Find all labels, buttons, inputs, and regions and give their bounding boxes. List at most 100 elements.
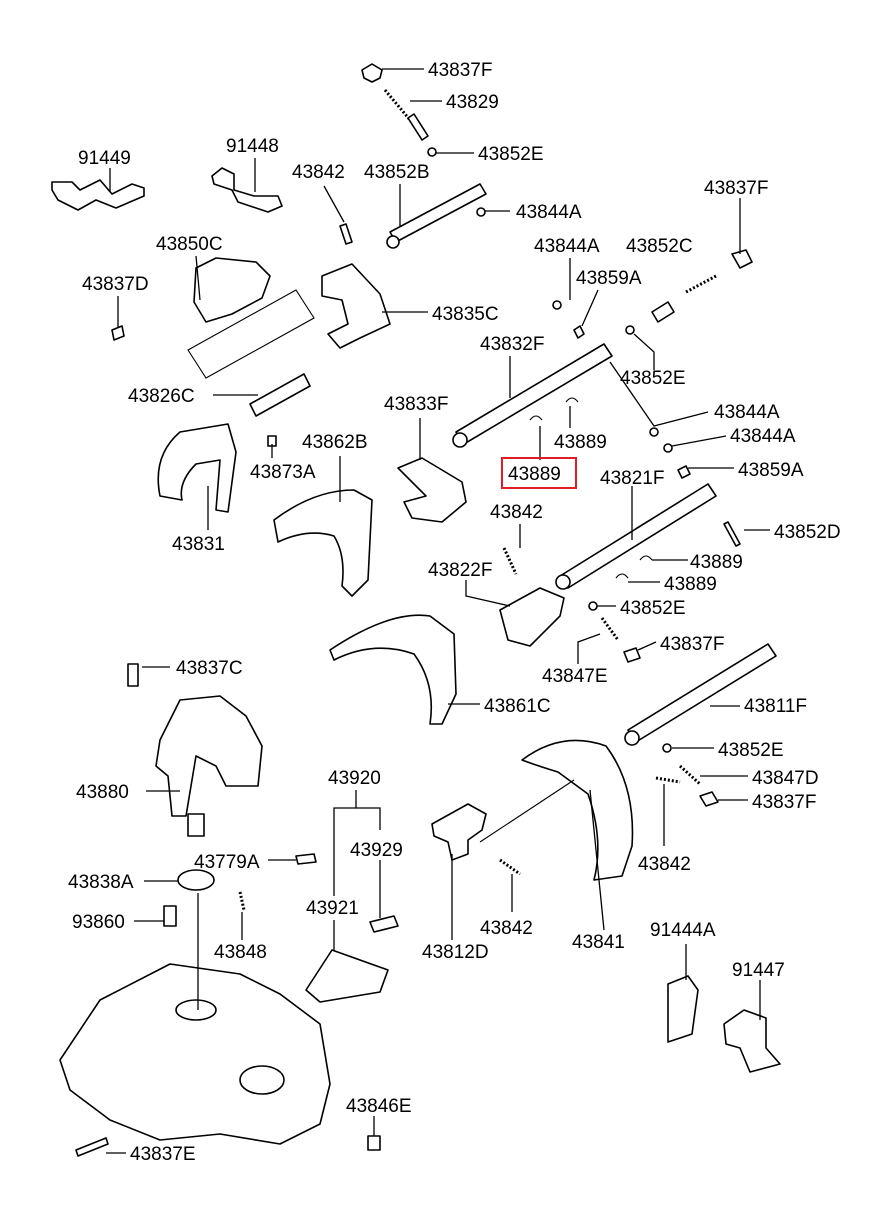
shaft-43852B-end	[386, 235, 400, 249]
bracket-91448	[211, 167, 283, 213]
bolt-43837F-top	[361, 63, 383, 83]
label-43842-low: 43842	[480, 918, 533, 939]
label-43880: 43880	[76, 782, 129, 803]
label-43852C: 43852C	[626, 236, 693, 257]
switch-93860	[163, 905, 177, 927]
label-43822F: 43822F	[428, 560, 492, 581]
housing-43880	[155, 695, 263, 817]
label-91448: 91448	[226, 136, 279, 157]
bracket-91449	[51, 179, 145, 211]
ball-43844A-low1	[649, 427, 659, 437]
label-43837F-low: 43837F	[752, 792, 816, 813]
bolt-43837E	[75, 1137, 109, 1157]
bolt-43837C	[127, 663, 139, 687]
clip-43929	[369, 915, 399, 933]
label-43929: 43929	[350, 840, 403, 861]
label-43852E-mid: 43852E	[620, 368, 686, 389]
pin-43826C	[249, 373, 311, 417]
bolt-43837F-mid	[623, 647, 641, 663]
label-43847D: 43847D	[752, 768, 819, 789]
label-43844A-low1: 43844A	[714, 402, 780, 423]
label-43848: 43848	[214, 942, 267, 963]
ball-43844A-mid	[552, 300, 562, 310]
label-43838A: 43838A	[68, 872, 134, 893]
label-43779A: 43779A	[194, 852, 260, 873]
bolt-43837F-right	[731, 249, 753, 269]
fork-43841	[521, 739, 634, 881]
spring-43842-right	[655, 776, 681, 784]
plug-43846E	[367, 1135, 381, 1151]
bracket-91447	[723, 1009, 781, 1073]
label-93860: 93860	[72, 912, 125, 933]
label-43833F: 43833F	[384, 394, 448, 415]
pin-43842-top	[339, 223, 353, 245]
transmission-case	[59, 963, 331, 1145]
label-43844A-top: 43844A	[516, 202, 582, 223]
shaft-43852B	[389, 183, 487, 243]
leader-lines	[106, 68, 770, 1154]
spring-43847E	[600, 617, 620, 641]
label-43837C: 43837C	[176, 658, 243, 679]
lever-rod	[479, 779, 575, 843]
label-43861C: 43861C	[484, 696, 551, 717]
label-43831: 43831	[172, 534, 225, 555]
label-43852E-bottom: 43852E	[718, 740, 784, 761]
spring-43842-mid	[502, 547, 518, 575]
ball-43844A-low2	[663, 443, 673, 453]
lever-43812D	[431, 803, 487, 861]
label-43835C: 43835C	[432, 304, 499, 325]
clip-43889-b	[565, 397, 579, 403]
ball-43852E-mid	[625, 325, 635, 335]
clip-43889-c	[639, 555, 653, 561]
spring-43842-low	[499, 858, 521, 876]
label-43847E: 43847E	[542, 666, 608, 687]
case-boss	[175, 999, 217, 1021]
label-43837F-mid: 43837F	[660, 634, 724, 655]
label-43844A-mid: 43844A	[534, 236, 600, 257]
label-43852E-top: 43852E	[478, 144, 544, 165]
clip-43889-d	[615, 573, 629, 579]
label-43837F-right: 43837F	[704, 178, 768, 199]
label-43844A-low2: 43844A	[730, 426, 796, 447]
spring-43847D	[678, 764, 702, 786]
ball-43852E-bottom	[662, 743, 672, 753]
label-43841: 43841	[572, 932, 625, 953]
label-43889-highlighted[interactable]: 43889	[508, 464, 561, 485]
ring-43838A	[177, 869, 215, 891]
fork-43862B	[273, 489, 373, 597]
pin-43859A-low	[677, 465, 691, 479]
label-43846E: 43846E	[346, 1096, 412, 1117]
pin-43852D	[723, 521, 741, 547]
fork-43831	[157, 423, 237, 513]
lug-43822F	[499, 587, 565, 647]
label-43852B: 43852B	[364, 162, 430, 183]
housing-43880-stem	[187, 813, 205, 837]
label-43812D: 43812D	[422, 942, 489, 963]
label-43821F: 43821F	[600, 468, 664, 489]
label-43852D: 43852D	[774, 522, 841, 543]
part-labels: 43837F 43829 43852E 91449 91448 43842 43…	[68, 60, 841, 1165]
bolt-43837F-low	[699, 791, 719, 807]
shaft-43832F-end	[452, 432, 468, 448]
label-43920: 43920	[328, 768, 381, 789]
spring-43852C	[685, 274, 717, 294]
shaft-43811F-end	[624, 730, 640, 746]
selector-43850C-box	[187, 289, 315, 379]
label-43873A: 43873A	[250, 462, 316, 483]
shaft-43832F	[455, 343, 613, 445]
ball-43852E-top	[427, 147, 437, 157]
bolt-43837D	[111, 325, 125, 341]
pin-43852C	[651, 301, 675, 323]
label-43859A-low: 43859A	[738, 460, 804, 481]
label-43811F: 43811F	[744, 696, 807, 717]
plate-91444A	[667, 975, 699, 1043]
label-43837F-top: 43837F	[428, 60, 492, 81]
label-43837E: 43837E	[130, 1144, 196, 1165]
shaft-43821F-end	[555, 574, 571, 590]
label-43889-b: 43889	[690, 552, 743, 573]
pin-43859A-top	[573, 325, 585, 339]
label-43850C: 43850C	[156, 234, 223, 255]
selector-43850C	[193, 257, 271, 323]
